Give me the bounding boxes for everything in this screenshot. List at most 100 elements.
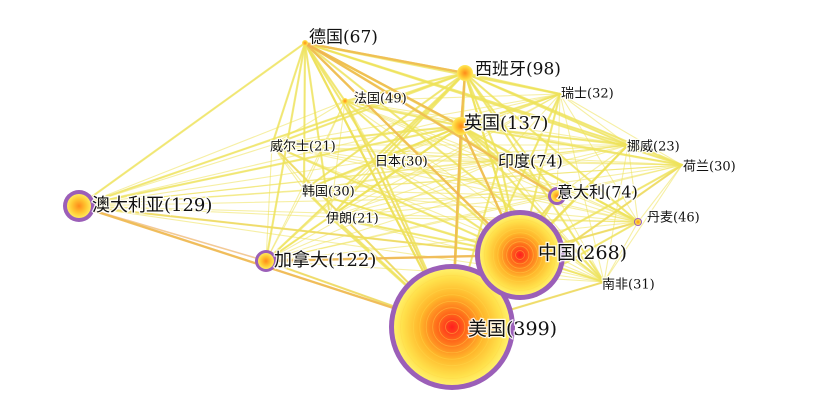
edge-spain-canada bbox=[264, 71, 467, 263]
label-layer: 美国(399)中国(268)英国(137)澳大利亚(129)加拿大(122)西班… bbox=[91, 26, 737, 341]
node-layer bbox=[63, 40, 642, 390]
node-label-switzerland: 瑞士(32) bbox=[561, 87, 614, 102]
edge-germany-japan bbox=[303, 41, 380, 162]
edge-germany-australia bbox=[77, 41, 307, 208]
edge-france-norway bbox=[344, 100, 629, 146]
edge-india-iran bbox=[329, 159, 501, 218]
node-label-iran: 伊朗(21) bbox=[326, 212, 379, 227]
node-ring-line-china bbox=[515, 250, 525, 260]
node-label-spain: 西班牙(98) bbox=[475, 60, 561, 80]
node-italy[interactable] bbox=[551, 190, 563, 202]
node-ring-line-usa bbox=[419, 294, 485, 360]
edge-spain-france bbox=[343, 71, 467, 103]
node-label-korea: 韩国(30) bbox=[302, 185, 355, 200]
node-canada[interactable] bbox=[258, 253, 274, 269]
edge-germany-england bbox=[303, 41, 463, 128]
edge-france-switzerland bbox=[344, 93, 561, 102]
node-label-australia: 澳大利亚(129) bbox=[92, 195, 212, 216]
node-ring-line-usa bbox=[425, 300, 479, 354]
node-usa[interactable] bbox=[394, 269, 510, 385]
node-ring-line-china bbox=[501, 236, 539, 274]
edge-germany-spain bbox=[303, 41, 467, 75]
edge-spain-korea bbox=[302, 71, 467, 192]
node-ring-line-china bbox=[488, 223, 552, 287]
node-ring-line-usa bbox=[406, 281, 498, 373]
edge-australia-norway bbox=[78, 144, 629, 207]
edge-canada-wales bbox=[265, 144, 273, 262]
edge-spain-southafrica bbox=[463, 71, 606, 284]
edge-canada-norway bbox=[265, 144, 629, 262]
edge-italy-denmark bbox=[556, 195, 639, 223]
node-ring-line-usa bbox=[438, 313, 466, 341]
edge-netherlands-wales bbox=[271, 144, 683, 166]
node-china[interactable] bbox=[480, 215, 560, 295]
edge-india-switzerland bbox=[499, 93, 561, 161]
edge-england-iran bbox=[328, 124, 463, 219]
edge-china-wales bbox=[270, 143, 522, 257]
node-france[interactable] bbox=[342, 98, 348, 104]
edge-germany-china bbox=[303, 41, 522, 257]
node-ring-line-usa bbox=[400, 275, 504, 379]
node-label-usa: 美国(399) bbox=[468, 318, 557, 340]
edge-france-wales bbox=[271, 100, 346, 146]
edge-germany-italy bbox=[303, 41, 559, 198]
edge-italy-wales bbox=[271, 144, 558, 197]
edge-germany-wales bbox=[270, 41, 307, 147]
node-ring-line-china bbox=[484, 219, 556, 291]
node-label-italy: 意大利(74) bbox=[557, 183, 638, 202]
edge-denmark-switzerland bbox=[559, 93, 639, 223]
edge-england-france bbox=[343, 99, 463, 128]
node-ring-line-usa bbox=[432, 307, 472, 347]
edge-spain-iran bbox=[328, 71, 467, 219]
edge-southafrica-netherlands bbox=[603, 164, 683, 283]
edge-spain-norway bbox=[463, 71, 630, 147]
edge-denmark-netherlands bbox=[637, 164, 683, 223]
node-ring-line-china bbox=[510, 245, 530, 265]
edge-spain-denmark bbox=[463, 71, 640, 224]
edge-england-korea bbox=[302, 124, 463, 192]
edge-italy-japan bbox=[377, 159, 558, 197]
node-label-germany: 德国(67) bbox=[309, 28, 378, 48]
node-label-england: 英国(137) bbox=[464, 113, 548, 134]
node-label-denmark: 丹麦(46) bbox=[647, 211, 700, 226]
edge-denmark-wales bbox=[271, 144, 639, 223]
node-australia[interactable] bbox=[67, 194, 91, 218]
node-label-southafrica: 南非(31) bbox=[602, 277, 655, 293]
edge-southafrica-norway bbox=[603, 144, 629, 283]
edge-australia-france bbox=[78, 100, 346, 207]
edge-korea-wales bbox=[271, 144, 305, 191]
node-ring-line-usa bbox=[412, 287, 492, 367]
node-label-wales: 威尔士(21) bbox=[270, 140, 336, 155]
node-label-japan: 日本(30) bbox=[375, 155, 428, 170]
edge-germany-canada bbox=[264, 41, 307, 263]
edge-japan-wales bbox=[271, 144, 379, 161]
edge-italy-iran bbox=[329, 195, 558, 218]
edge-denmark-norway bbox=[627, 144, 639, 223]
node-spain[interactable] bbox=[457, 65, 473, 81]
edge-denmark-southafrica bbox=[603, 221, 639, 283]
edge-england-netherlands bbox=[459, 124, 684, 167]
node-label-france: 法国(49) bbox=[354, 92, 407, 107]
edge-switzerland-netherlands bbox=[559, 93, 683, 166]
node-ring-line-usa bbox=[445, 320, 459, 334]
edge-germany-iran bbox=[303, 41, 332, 219]
edge-england-italy bbox=[459, 124, 559, 198]
node-label-norway: 挪威(23) bbox=[627, 140, 680, 155]
node-england[interactable] bbox=[452, 117, 470, 135]
node-germany[interactable] bbox=[302, 40, 308, 46]
node-label-netherlands: 荷兰(30) bbox=[683, 160, 736, 175]
node-ring-line-china bbox=[492, 227, 548, 283]
edge-canada-korea bbox=[265, 189, 305, 262]
edge-canada-france bbox=[265, 100, 346, 262]
edge-england-norway bbox=[459, 124, 630, 147]
edge-spain-italy bbox=[463, 71, 559, 198]
edge-germany-korea bbox=[302, 41, 307, 192]
node-ring-line-china bbox=[506, 241, 534, 269]
node-label-india: 印度(74) bbox=[498, 152, 563, 171]
edge-germany-norway bbox=[303, 41, 630, 147]
edge-australia-italy bbox=[78, 195, 558, 207]
node-label-china: 中国(268) bbox=[538, 242, 627, 264]
node-denmark[interactable] bbox=[635, 219, 641, 225]
